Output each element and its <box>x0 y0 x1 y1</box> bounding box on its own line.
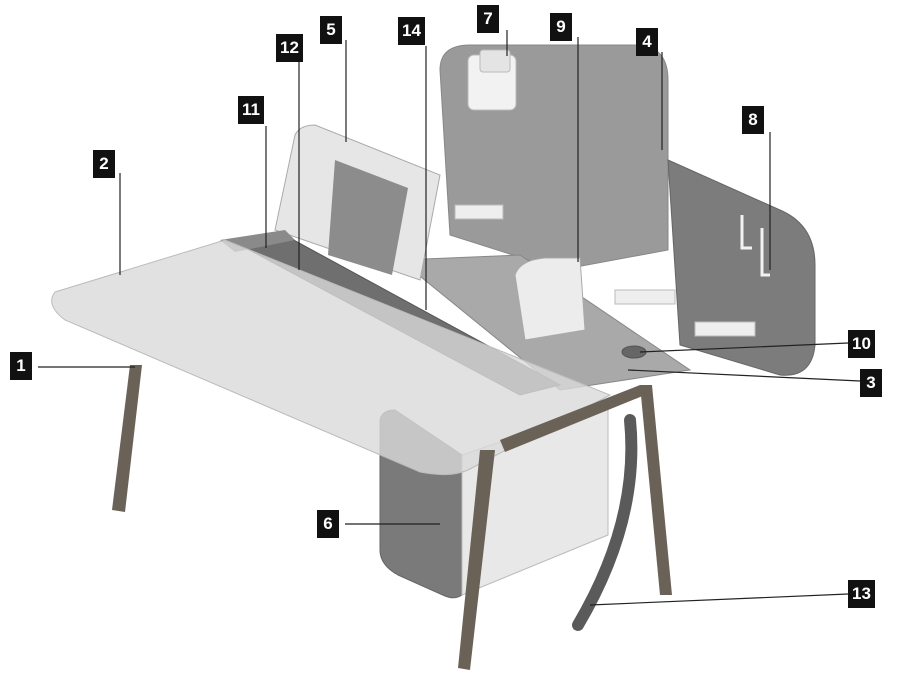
callout-6: 6 <box>317 510 339 538</box>
callout-9: 9 <box>550 13 572 41</box>
screen-bracket-upper <box>455 205 503 219</box>
leader-13 <box>590 594 848 605</box>
callout-10: 10 <box>848 330 875 358</box>
leader-3 <box>628 370 860 381</box>
accessory-holder-top <box>480 50 510 72</box>
callout-7: 7 <box>477 5 499 33</box>
callout-8: 8 <box>742 106 764 134</box>
callout-13: 13 <box>848 580 875 608</box>
callout-12: 12 <box>276 34 303 62</box>
desk-divider <box>515 258 585 340</box>
screen-bracket-mid <box>615 290 675 304</box>
callout-5: 5 <box>320 16 342 44</box>
callout-11: 11 <box>238 96 264 124</box>
callout-2: 2 <box>93 150 115 178</box>
leg-front-left <box>112 365 142 512</box>
leg-rear-right <box>640 385 672 595</box>
callout-1: 1 <box>10 352 32 380</box>
callout-3: 3 <box>860 369 882 397</box>
side-screen-panel <box>668 160 815 375</box>
screen-bracket-lower <box>695 322 755 336</box>
callout-4: 4 <box>636 28 658 56</box>
callout-14: 14 <box>398 17 425 45</box>
